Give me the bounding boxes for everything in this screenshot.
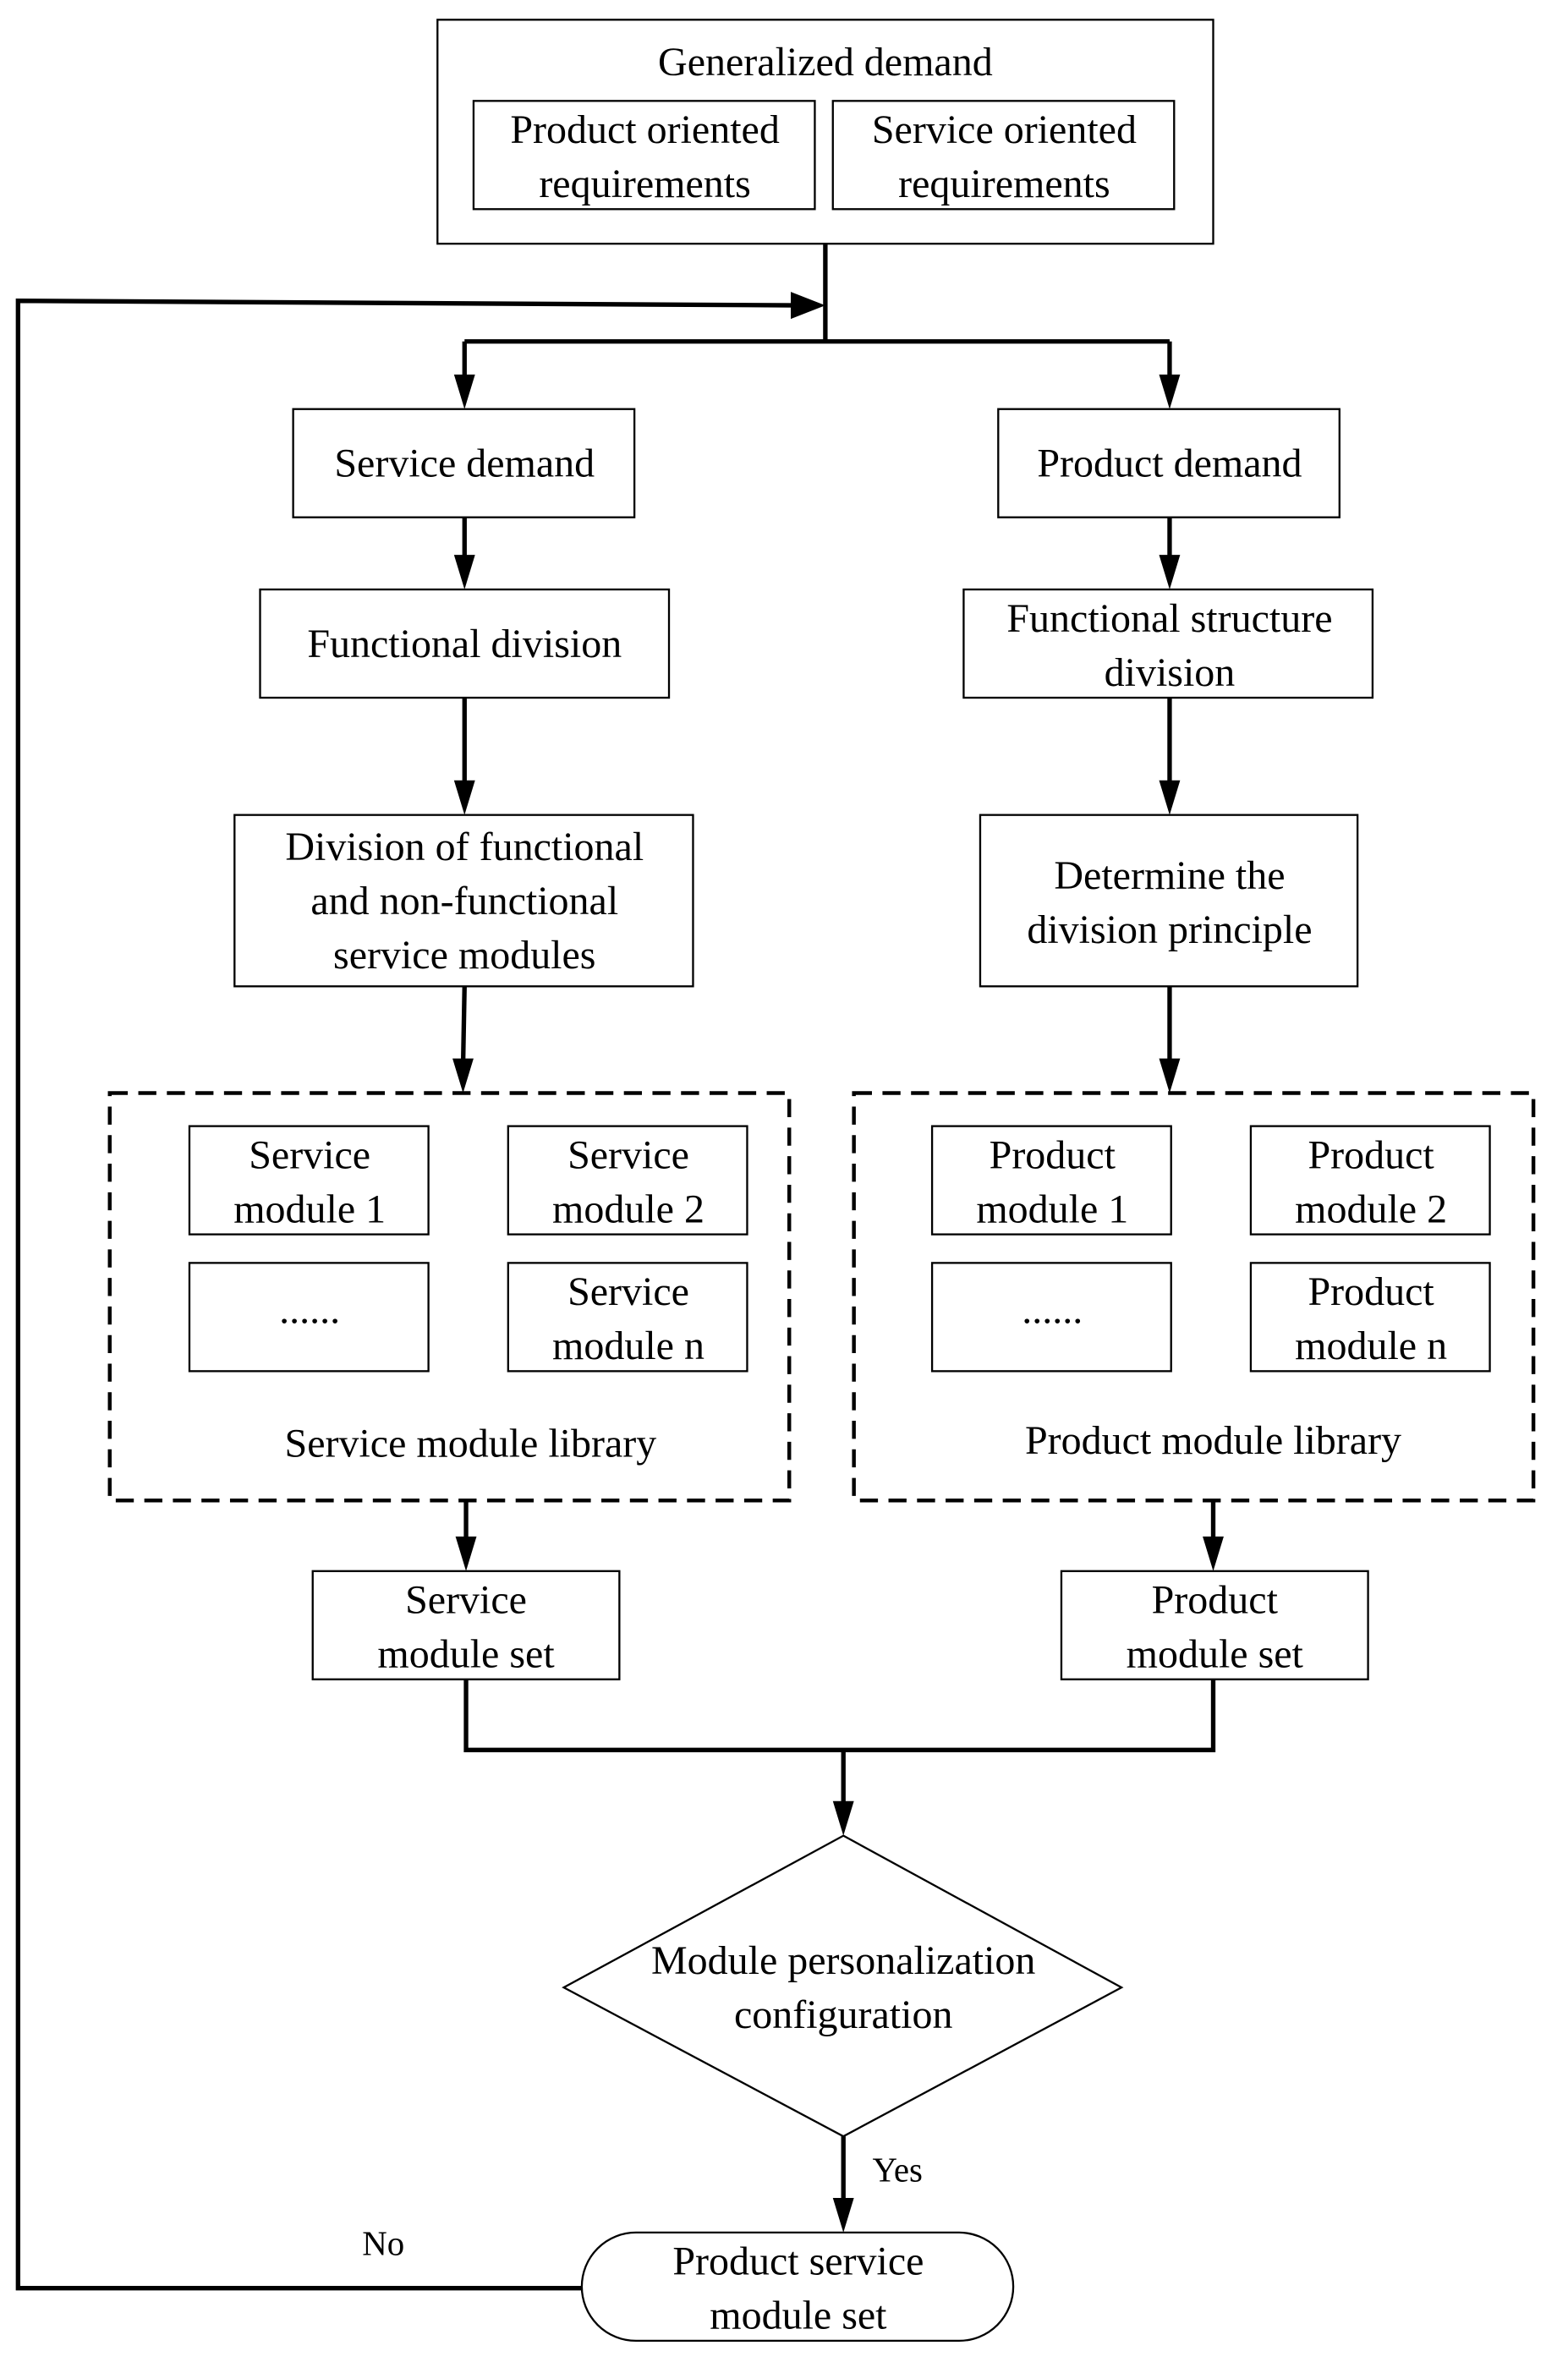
label-line: Module personalization xyxy=(651,1938,1035,1983)
label-line: Product service xyxy=(672,2239,924,2284)
label-line: module n xyxy=(1295,1323,1447,1368)
arrowhead xyxy=(453,555,475,590)
box-label: Product module 1 xyxy=(976,1132,1128,1231)
box-label: Product module set xyxy=(1127,1578,1304,1677)
service-demand-box xyxy=(292,408,636,518)
label-line: Product xyxy=(1308,1132,1434,1177)
generalized-demand-title: Generalized demand xyxy=(658,40,993,85)
service-demand-label: Service demand xyxy=(334,441,595,486)
connector xyxy=(460,986,467,1068)
ellipsis: ...... xyxy=(279,1287,340,1332)
connector xyxy=(463,1679,1216,1752)
arrowhead xyxy=(453,374,475,409)
label-line: Product xyxy=(1308,1269,1434,1314)
product-module-set-box xyxy=(1060,1570,1369,1680)
label-line: division principle xyxy=(1027,907,1312,952)
service-library-label: Service module library xyxy=(285,1422,657,1466)
label-line: configuration xyxy=(734,1992,953,2037)
label-line: module 2 xyxy=(1295,1186,1447,1231)
label-line: Service oriented xyxy=(872,107,1137,152)
box-label: Product module n xyxy=(1295,1269,1447,1368)
label-line: Product oriented xyxy=(510,107,779,152)
label-line: Product xyxy=(1152,1578,1279,1623)
arrowhead xyxy=(1159,555,1181,590)
box-label: Service module 1 xyxy=(233,1132,386,1231)
label-line: Determine the xyxy=(1054,853,1285,898)
product-demand-box xyxy=(997,408,1340,518)
label-line: Service xyxy=(405,1578,527,1623)
label-line: Product xyxy=(990,1132,1116,1177)
label-line: Division of functional xyxy=(285,825,644,869)
yes-label: Yes xyxy=(872,2151,922,2189)
label-line: Service xyxy=(567,1132,689,1177)
label-line: module 2 xyxy=(552,1186,705,1231)
arrowhead xyxy=(452,1058,474,1093)
box-label: Product module 2 xyxy=(1295,1132,1447,1231)
division-principle-box xyxy=(979,814,1359,988)
service-modules-division-box xyxy=(233,814,694,988)
product-oriented-label: Product oriented requirements xyxy=(510,107,779,206)
result-terminal xyxy=(580,2231,1015,2343)
label-line: module set xyxy=(710,2293,887,2338)
service-module-2-box xyxy=(507,1125,748,1236)
label-line: service modules xyxy=(333,933,595,978)
functional-division-label: Functional division xyxy=(307,622,622,666)
label-line: module 1 xyxy=(976,1186,1128,1231)
service-module-ellipsis-box xyxy=(188,1262,430,1373)
connectors xyxy=(15,244,1224,2291)
arrowhead xyxy=(453,780,475,815)
label-line: Service xyxy=(249,1132,370,1177)
label-line: module n xyxy=(552,1323,705,1368)
arrowhead xyxy=(1159,374,1181,409)
label-line: module set xyxy=(377,1632,555,1677)
service-modules-division-label: Division of functional and non-functional… xyxy=(285,825,644,978)
product-demand-label: Product demand xyxy=(1037,441,1302,486)
label-line: requirements xyxy=(898,162,1110,206)
no-label: No xyxy=(362,2225,404,2263)
box-label: Module personalization configuration xyxy=(651,1938,1035,2037)
box-label: Functional structure division xyxy=(1006,596,1332,695)
ellipsis: ...... xyxy=(1022,1287,1083,1332)
feedback-connector xyxy=(15,299,798,2291)
service-oriented-box xyxy=(831,100,1176,211)
box-label: Service module 2 xyxy=(552,1132,705,1231)
service-oriented-label: Service oriented requirements xyxy=(872,107,1137,206)
service-module-1-box xyxy=(188,1125,430,1236)
arrowhead xyxy=(1159,780,1181,815)
box-label: Service module n xyxy=(552,1269,705,1368)
label-line: module 1 xyxy=(233,1186,386,1231)
label-line: Service xyxy=(567,1269,689,1314)
box-label: Determine the division principle xyxy=(1027,853,1312,952)
arrowhead xyxy=(790,292,825,320)
arrowhead xyxy=(1203,1536,1224,1571)
service-module-set-box xyxy=(311,1570,621,1680)
arrowhead xyxy=(832,1800,854,1836)
service-module-n-box xyxy=(507,1262,748,1373)
product-module-n-box xyxy=(1249,1262,1491,1373)
arrowhead xyxy=(1159,1058,1181,1093)
label-line: and non-functional xyxy=(310,879,618,923)
decision-diamond xyxy=(562,1834,1124,2138)
product-module-ellipsis-box xyxy=(930,1262,1172,1373)
arrowhead xyxy=(455,1536,477,1571)
box-label: Product service module set xyxy=(672,2239,924,2338)
functional-structure-division-box xyxy=(962,588,1374,699)
functional-division-box xyxy=(259,588,671,699)
label-line: division xyxy=(1105,650,1236,695)
product-module-1-box xyxy=(930,1125,1172,1236)
label-line: requirements xyxy=(539,162,750,206)
label-line: Functional structure xyxy=(1006,596,1332,641)
label-line: module set xyxy=(1127,1632,1304,1677)
arrowhead xyxy=(832,2198,854,2233)
product-library-label: Product module library xyxy=(1025,1418,1401,1463)
product-oriented-box xyxy=(472,100,816,211)
product-module-2-box xyxy=(1249,1125,1491,1236)
box-label: Service module set xyxy=(377,1578,555,1677)
